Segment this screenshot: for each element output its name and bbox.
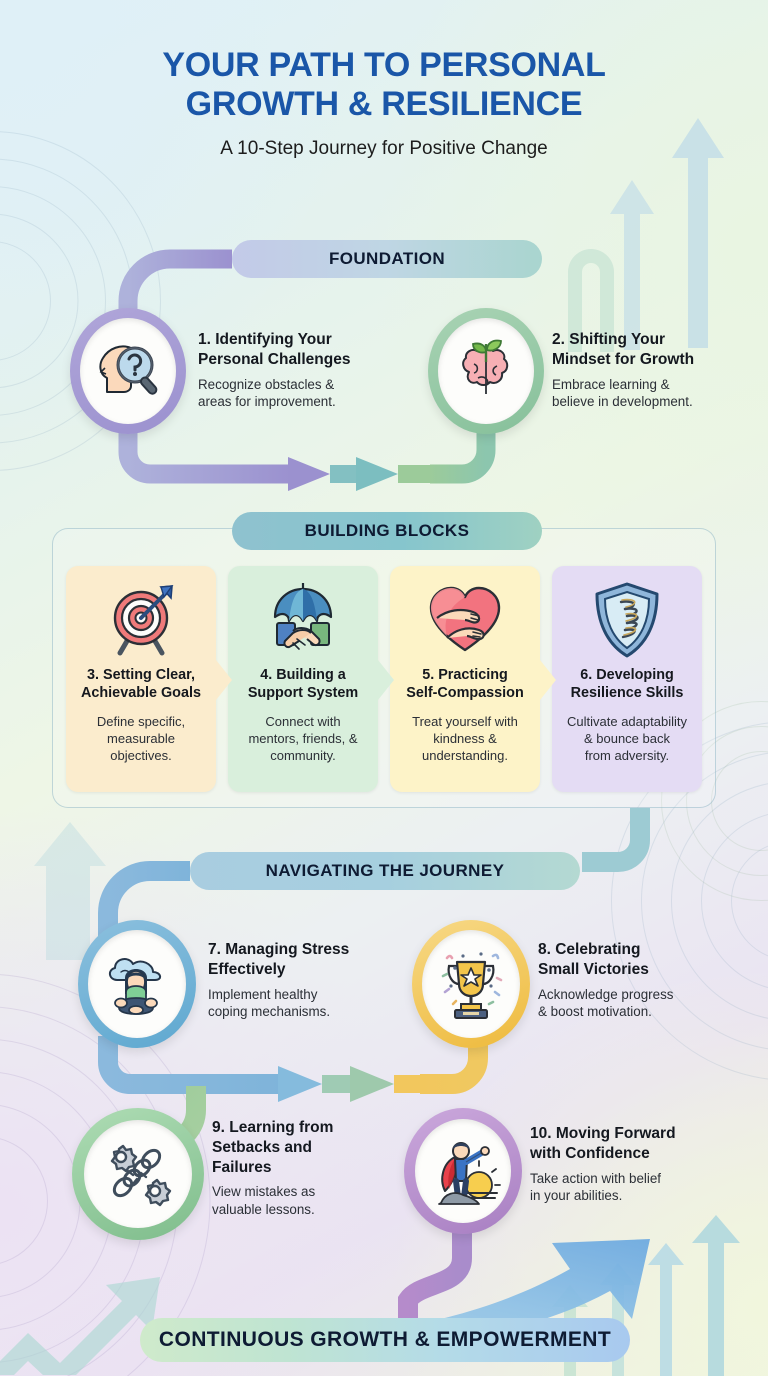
step-3-title: 3. Setting Clear,Achievable Goals — [81, 667, 201, 702]
step-2-desc: Embrace learning &believe in development… — [552, 376, 693, 410]
step-card-3[interactable]: 3. Setting Clear,Achievable Goals Define… — [66, 566, 216, 792]
meditation-cloud-icon — [109, 958, 161, 1015]
brain-sprout-icon — [462, 339, 509, 394]
page-subtitle: A 10-Step Journey for Positive Change — [220, 138, 548, 160]
step-1-desc: Recognize obstacles &areas for improveme… — [198, 376, 336, 410]
step-node-2[interactable] — [428, 308, 544, 434]
step-8-desc: Acknowledge progress& boost motivation. — [538, 986, 674, 1020]
section-banner-foundation: FOUNDATION — [232, 240, 542, 278]
card-chevron-5-6 — [540, 660, 556, 700]
decorative-zigzag-arrow-bottomleft — [0, 1255, 174, 1376]
card-chevron-4-5 — [378, 660, 394, 700]
card-chevron-3-4 — [216, 660, 232, 700]
step-1-icon-plate — [80, 318, 176, 424]
head-magnifier-question-icon — [99, 345, 158, 395]
page-header: YOUR PATH TO PERSONAL GROWTH & RESILIENC… — [0, 46, 768, 160]
section-banner-building-blocks: BUILDING BLOCKS — [232, 512, 542, 550]
heart-hug-icon — [429, 586, 501, 652]
step-node-10[interactable] — [404, 1108, 522, 1234]
superhero-sunrise-icon — [438, 1142, 501, 1205]
step-3-icon-wrap — [66, 574, 216, 666]
step-node-9[interactable] — [72, 1108, 204, 1240]
umbrella-handshake-icon — [273, 583, 333, 650]
step-6-icon-wrap — [552, 574, 702, 666]
broken-chain-gears-icon — [110, 1144, 172, 1207]
decorative-arrow-tall-topright — [672, 118, 724, 348]
step-2-icon-plate — [438, 318, 534, 424]
step-node-7[interactable] — [78, 920, 196, 1048]
step-9-icon-plate — [84, 1120, 192, 1228]
section-banner-navigating: NAVIGATING THE JOURNEY — [190, 852, 580, 890]
step-8-icon-plate — [422, 930, 520, 1038]
step-10-icon-plate — [415, 1119, 511, 1223]
step-node-1[interactable] — [70, 308, 186, 434]
step-node-8[interactable] — [412, 920, 530, 1048]
step-7-icon-plate — [88, 930, 186, 1038]
page-title: YOUR PATH TO PERSONAL GROWTH & RESILIENC… — [162, 46, 606, 124]
step-5-icon-wrap — [390, 574, 540, 666]
decorative-arrow-mid-topright — [610, 180, 654, 350]
step-4-icon-wrap — [228, 574, 378, 666]
target-arrow-icon — [113, 585, 174, 656]
shield-spring-icon — [595, 582, 659, 658]
trophy-confetti-icon — [441, 952, 503, 1019]
decorative-arrow-left-mid — [34, 820, 134, 960]
decorative-hook-topright — [560, 232, 622, 352]
section-banner-footer: CONTINUOUS GROWTH & EMPOWERMENT — [140, 1318, 630, 1362]
decorative-rings-blocks-right — [660, 700, 768, 901]
